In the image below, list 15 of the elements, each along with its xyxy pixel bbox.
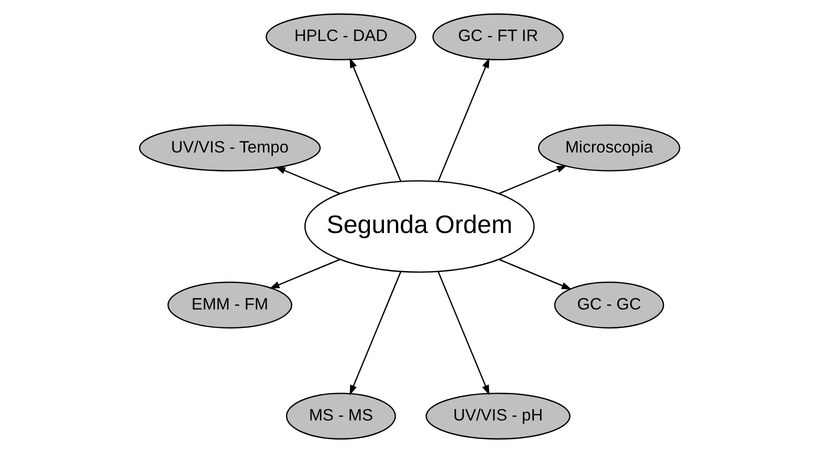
arrow [349, 271, 401, 395]
arrow [274, 166, 340, 194]
arrow [498, 164, 567, 194]
node-ellipse: Segunda Ordem [304, 180, 534, 272]
node-ellipse: GC - FT IR [432, 12, 564, 60]
node-ellipse: UV/VIS - Tempo [138, 124, 320, 171]
node-ellipse: MS - MS [285, 392, 396, 440]
arrow [437, 57, 489, 181]
arrow [437, 271, 489, 395]
node-ellipse: Microscopia [537, 124, 680, 171]
arrow [349, 57, 401, 181]
arrow [268, 258, 340, 288]
node-ellipse: UV/VIS - pH [425, 392, 570, 440]
arrow [498, 258, 572, 290]
node-ellipse: HPLC - DAD [265, 12, 416, 60]
